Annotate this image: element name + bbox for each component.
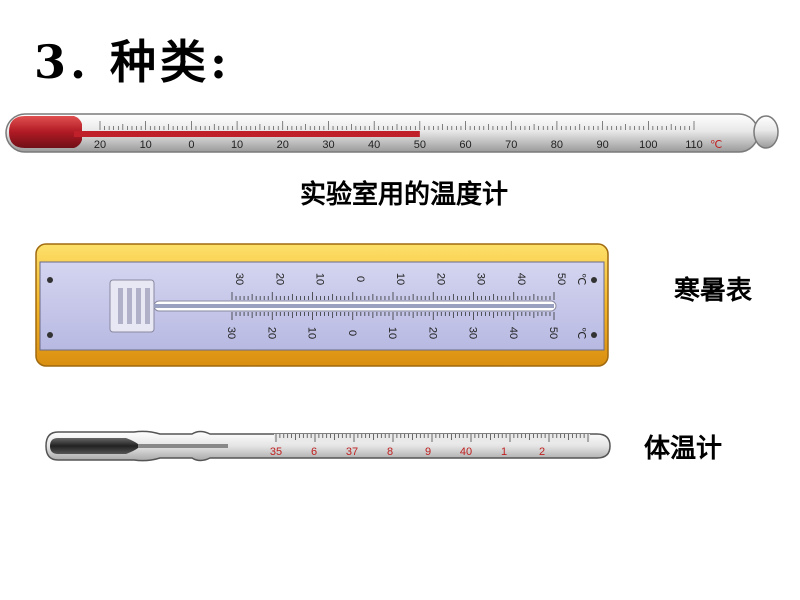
scale-label: 30 <box>322 139 334 151</box>
lab-thermometer-caption: 实验室用的温度计 <box>300 180 509 210</box>
scale-label: 30 <box>233 273 245 285</box>
screw-icon <box>47 277 53 283</box>
scale-label: 90 <box>596 139 608 151</box>
scale-label: 10 <box>314 273 326 285</box>
scale-label: 10 <box>231 139 243 151</box>
scale-label: 40 <box>515 273 527 285</box>
scale-label: 100 <box>639 139 657 151</box>
scale-label: 20 <box>94 139 106 151</box>
scale-label: 50 <box>414 139 426 151</box>
scale-label: 20 <box>273 273 285 285</box>
scale-label: 8 <box>387 446 393 458</box>
scale-label: 20 <box>426 327 438 339</box>
wall-scale-labels: 30 30 20 20 10 10 0 0 10 10 20 20 30 30 40 40 50 50 ℃ ℃ <box>225 273 587 339</box>
scale-label: 0 <box>188 139 194 151</box>
screw-icon <box>591 332 597 338</box>
scale-label: 10 <box>386 327 398 339</box>
screw-icon <box>591 277 597 283</box>
wall-thermometer-caption: 寒暑表 <box>674 276 753 306</box>
scale-label: 30 <box>467 327 479 339</box>
clinical-bulb <box>50 438 138 454</box>
scale-label: 0 <box>354 276 366 282</box>
scale-label: 9 <box>425 446 431 458</box>
scale-label: 6 <box>311 446 317 458</box>
wall-bulb-fins <box>118 288 150 324</box>
lab-top-bulb <box>753 115 779 149</box>
lab-unit-label: ℃ <box>710 139 722 151</box>
clinical-scale-labels: 35 6 37 8 9 40 1 2 <box>270 446 545 458</box>
scale-label: 40 <box>460 446 472 458</box>
lab-liquid-column <box>74 131 420 137</box>
scale-label: 40 <box>368 139 380 151</box>
scale-label: 20 <box>265 327 277 339</box>
wall-unit-label: ℃ <box>575 327 587 339</box>
scale-label: 50 <box>547 327 559 339</box>
clinical-thermometer: 35 6 37 8 9 40 1 2 <box>45 430 611 462</box>
wall-liquid-column <box>154 304 554 308</box>
clinical-thermometer-caption: 体温计 <box>644 434 723 464</box>
scale-label: 37 <box>346 446 358 458</box>
scale-label: 2 <box>539 446 545 458</box>
scale-label: 10 <box>140 139 152 151</box>
scale-label: 70 <box>505 139 517 151</box>
scale-label: 0 <box>346 330 358 336</box>
scale-label: 60 <box>459 139 471 151</box>
scale-label: 35 <box>270 446 282 458</box>
lab-scale-ticks <box>99 121 695 130</box>
scale-label: 20 <box>277 139 289 151</box>
scale-label: 10 <box>394 273 406 285</box>
wall-scale-ticks <box>231 292 555 320</box>
scale-label: 110 <box>685 139 703 151</box>
scale-label: 40 <box>507 327 519 339</box>
scale-label: 80 <box>551 139 563 151</box>
scale-label: 30 <box>475 273 487 285</box>
scale-label: 50 <box>555 273 567 285</box>
lab-red-bulb <box>9 116 82 148</box>
slide-title: 3. 种类: <box>34 35 232 89</box>
screw-icon <box>47 332 53 338</box>
scale-label: 20 <box>434 273 446 285</box>
clinical-capillary <box>138 444 228 448</box>
scale-label: 10 <box>306 327 318 339</box>
wall-unit-label: ℃ <box>575 273 587 285</box>
scale-label: 30 <box>225 327 237 339</box>
wall-thermometer: 30 30 20 20 10 10 0 0 10 10 20 20 30 30 40 40 50 50 ℃ ℃ <box>35 243 609 367</box>
scale-label: 1 <box>501 446 507 458</box>
clinical-scale-ticks <box>275 434 589 442</box>
